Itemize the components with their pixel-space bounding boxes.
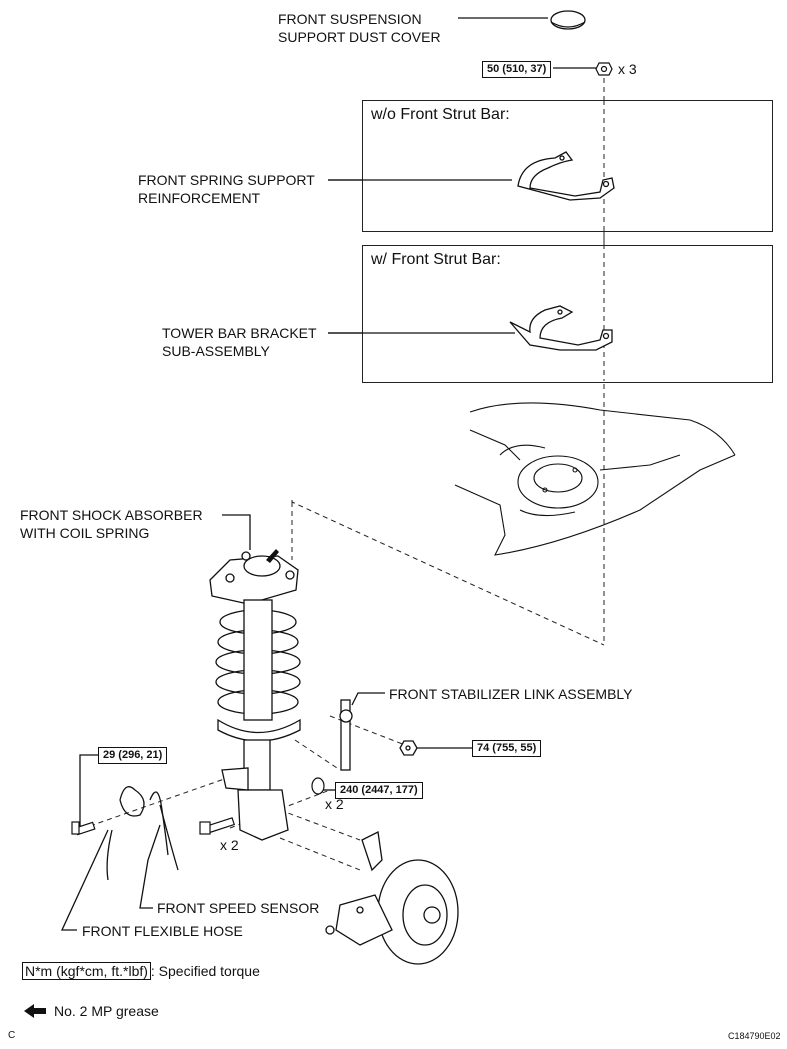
without-strut-bar-title: w/o Front Strut Bar: xyxy=(371,106,510,123)
tower-bar-label-line2: SUB-ASSEMBLY xyxy=(162,343,270,359)
knuckle-bolt-multiplier: x 2 xyxy=(220,837,239,853)
speed-sensor-label: FRONT SPEED SENSOR xyxy=(157,900,320,916)
flexible-hose-label: FRONT FLEXIBLE HOSE xyxy=(82,923,243,939)
knuckle-nut-part xyxy=(311,777,325,795)
upper-nut-multiplier: x 3 xyxy=(618,61,637,77)
flexible-hose-leader xyxy=(60,829,109,931)
with-strut-bar-box: w/ Front Strut Bar: xyxy=(362,245,773,383)
stabilizer-nut-torque: 74 (755, 55) xyxy=(472,740,542,757)
figure-id: C184790E02 xyxy=(728,1031,781,1041)
brake-hose-and-sensor-part xyxy=(106,786,179,881)
upper-nut-part xyxy=(595,62,613,76)
stabilizer-link-part xyxy=(339,699,418,771)
knuckle-bolt-torque: 240 (2447, 177) xyxy=(335,782,423,799)
shock-leader xyxy=(222,514,251,550)
dust-cover-label-line2: SUPPORT DUST COVER xyxy=(278,29,441,45)
torque-legend-text: : Specified torque xyxy=(150,963,260,979)
with-strut-bar-title: w/ Front Strut Bar: xyxy=(371,251,501,268)
stabilizer-leader xyxy=(351,692,385,706)
grease-legend-arrow-icon xyxy=(24,1004,46,1018)
hose-bolt-leader xyxy=(79,754,106,828)
steering-knuckle-part xyxy=(325,831,459,965)
without-strut-bar-box: w/o Front Strut Bar: xyxy=(362,100,773,232)
grease-arrow-icon xyxy=(266,549,279,563)
shock-label-line1: FRONT SHOCK ABSORBER xyxy=(20,507,203,523)
hose-bolt-part xyxy=(71,821,96,836)
hose-bolt-torque: 29 (296, 21) xyxy=(98,747,168,764)
dust-cover-label-line1: FRONT SUSPENSION xyxy=(278,11,422,27)
vehicle-body-structure xyxy=(454,402,736,556)
dust-cover-part xyxy=(550,10,586,30)
shock-label-line2: WITH COIL SPRING xyxy=(20,525,150,541)
speed-sensor-leader xyxy=(139,824,161,909)
footer-left-code: C xyxy=(8,1030,16,1041)
torque-legend: N*m (kgf*cm, ft.*lbf): Specified torque xyxy=(22,962,260,980)
spring-support-label-line1: FRONT SPRING SUPPORT xyxy=(138,172,315,188)
spring-support-label-line2: REINFORCEMENT xyxy=(138,190,261,206)
upper-nut-torque: 50 (510, 37) xyxy=(482,61,552,78)
grease-legend-text: No. 2 MP grease xyxy=(54,1003,159,1019)
tower-bar-label-line1: TOWER BAR BRACKET xyxy=(162,325,317,341)
torque-unit-box: N*m (kgf*cm, ft.*lbf) xyxy=(22,962,151,980)
stabilizer-label: FRONT STABILIZER LINK ASSEMBLY xyxy=(389,686,633,702)
knuckle-nut-multiplier: x 2 xyxy=(325,796,344,812)
shock-absorber-part xyxy=(209,551,301,841)
knuckle-bolt-part xyxy=(199,817,235,835)
